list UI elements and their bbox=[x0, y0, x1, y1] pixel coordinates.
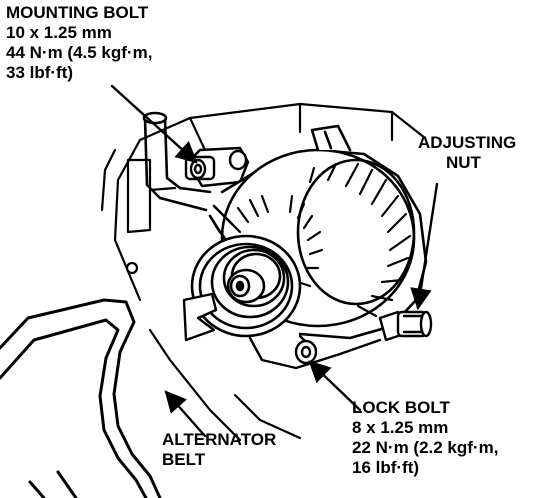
leader-lines bbox=[110, 84, 439, 438]
adjusting-nut-callout: ADJUSTING NUT bbox=[418, 133, 516, 173]
mounting-bolt-size: 10 x 1.25 mm bbox=[6, 23, 112, 42]
alternator-belt-callout: ALTERNATOR BELT bbox=[162, 430, 276, 470]
lock-bolt-title: LOCK BOLT bbox=[352, 398, 450, 417]
alternator-pulley bbox=[190, 234, 302, 338]
lock-bolt-torque-imperial: 16 lbf·ft) bbox=[352, 458, 420, 477]
adjusting-nut-label-line2: NUT bbox=[446, 153, 481, 172]
mounting-bolt-title: MOUNTING BOLT bbox=[6, 3, 149, 22]
adjusting-nut-label-line1: ADJUSTING bbox=[418, 133, 517, 152]
alternator-belt-label-line2: BELT bbox=[162, 450, 206, 469]
lower-bracket bbox=[182, 292, 382, 370]
coolant-hose bbox=[142, 111, 212, 212]
lock-bolt-size: 8 x 1.25 mm bbox=[352, 418, 449, 437]
mounting-bolt-callout: MOUNTING BOLT 10 x 1.25 mm 44 N·m (4.5 k… bbox=[6, 3, 152, 83]
engine-block bbox=[100, 102, 427, 442]
lock-bolt-callout: LOCK BOLT 8 x 1.25 mm 22 N·m (2.2 kgf·m,… bbox=[352, 398, 498, 478]
lock-bolt-leader bbox=[308, 360, 362, 412]
alternator-belt-part bbox=[0, 298, 162, 498]
mounting-bolt-torque: 44 N·m (4.5 kgf·m, bbox=[6, 43, 153, 62]
lock-bolt-part bbox=[294, 339, 318, 365]
lock-bolt-torque: 22 N·m (2.2 kgf·m, bbox=[352, 438, 499, 457]
cooling-fan bbox=[226, 194, 324, 288]
alternator-belt-label-line1: ALTERNATOR bbox=[162, 430, 277, 449]
mounting-bolt-leader bbox=[110, 84, 198, 164]
alternator-belt-leader bbox=[164, 390, 207, 438]
adjusting-nut-leader bbox=[410, 182, 439, 311]
mounting-bolt-torque-imperial: 33 lbf·ft) bbox=[6, 63, 74, 82]
adjusting-nut-part bbox=[378, 310, 433, 342]
mounting-bracket bbox=[184, 146, 250, 188]
